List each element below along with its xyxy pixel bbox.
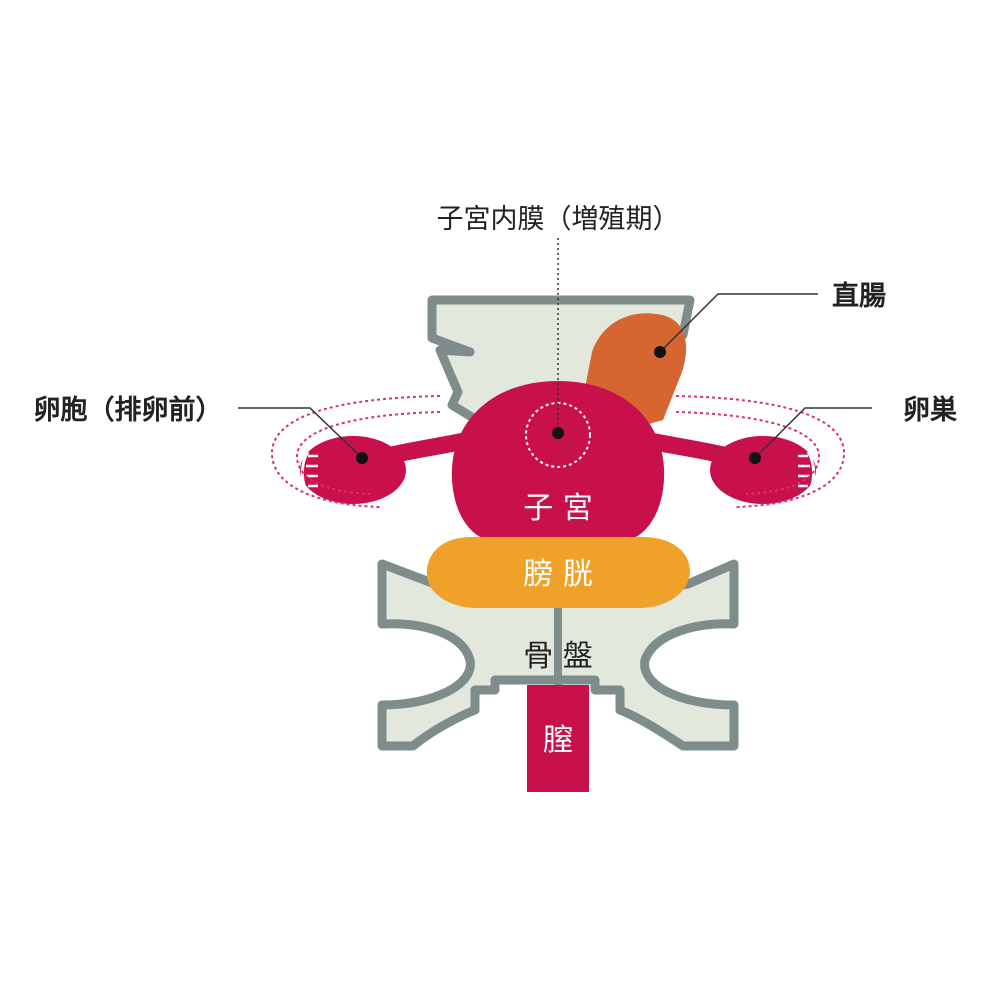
endometrium-dot: [552, 427, 564, 439]
ovary-left-ticks: [306, 454, 318, 488]
follicle-leader: [238, 407, 363, 459]
ovary-label: 卵巣: [903, 395, 957, 426]
rectum-dot: [654, 346, 666, 358]
bladder: [426, 537, 690, 608]
ovary-left-edge: [300, 451, 310, 491]
pelvis-label: 骨 盤: [523, 639, 593, 674]
rectum-leader: [659, 293, 818, 353]
ovary-right-edge: [806, 451, 816, 491]
ovary-left: [300, 436, 406, 504]
vagina-label: 膣: [543, 723, 573, 758]
ovary-dotted-arcs: [270, 395, 846, 508]
bladder-label: 膀 胱: [523, 557, 593, 592]
ovary-right: [710, 436, 816, 504]
uterus-label: 子 宮: [523, 491, 593, 526]
rectum-label: 直腸: [832, 281, 886, 312]
ovary-right-ticks: [798, 454, 810, 488]
ovary-leader: [754, 407, 872, 459]
follicle-label: 卵胞（排卵前）: [34, 394, 223, 426]
vagina: [527, 685, 589, 792]
endometrium-label: 子宮内膜（増殖期）: [437, 204, 680, 235]
follicle-dot: [356, 452, 368, 464]
uterus: [451, 381, 665, 540]
ovary-dot: [749, 452, 761, 464]
